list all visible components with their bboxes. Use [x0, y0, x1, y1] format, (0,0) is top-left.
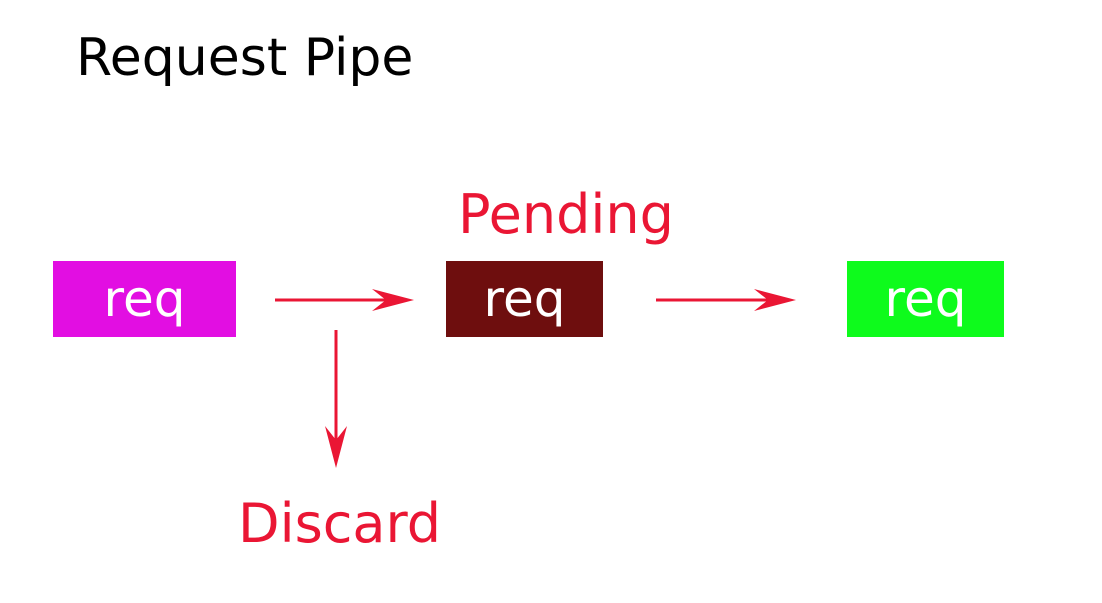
request-node-pending-label: req [483, 270, 566, 328]
request-node-complete: req [847, 261, 1004, 337]
request-node-1: req [53, 261, 236, 337]
diagram-title: Request Pipe [76, 28, 414, 88]
discard-label: Discard [238, 492, 442, 555]
arrow-to-complete [656, 289, 796, 311]
request-node-complete-label: req [884, 270, 967, 328]
request-node-pending: req [446, 261, 603, 337]
arrow-to-discard [325, 330, 347, 468]
arrow-to-pending [275, 289, 414, 311]
pending-label: Pending [458, 183, 674, 246]
request-node-1-label: req [103, 270, 186, 328]
